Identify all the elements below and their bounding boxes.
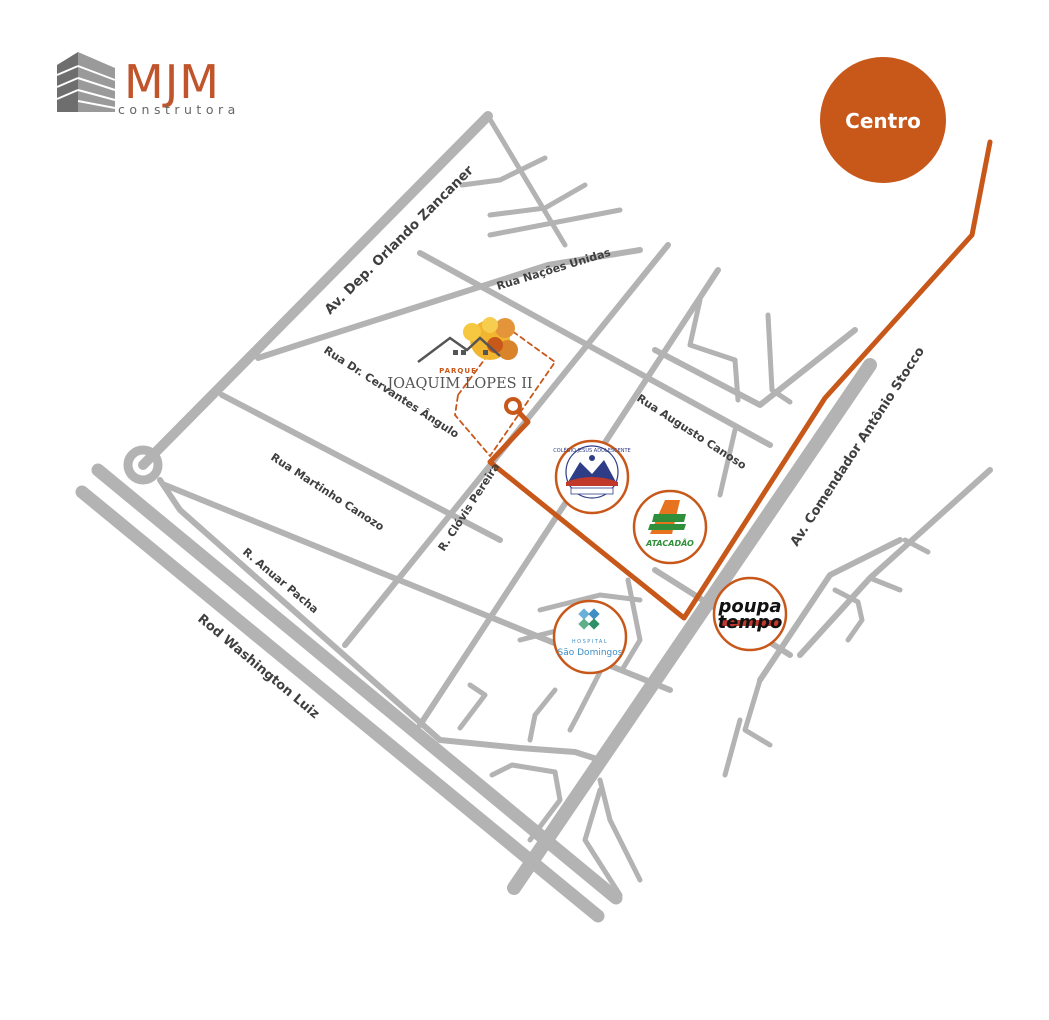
- lot-outline: [454, 327, 556, 457]
- road-se5: [867, 575, 903, 593]
- road-ramp1: [489, 762, 563, 843]
- poi-atacadao: ATACADÃO: [632, 489, 708, 565]
- poi-poupatempo: poupa tempo: [712, 576, 788, 652]
- centro-badge: Centro: [820, 57, 946, 183]
- hospital-line1: HOSPITAL: [572, 639, 608, 645]
- road-ne2: [765, 312, 793, 405]
- atacadao-name: ATACADÃO: [645, 538, 694, 548]
- destination-marker: [504, 397, 522, 415]
- poupatempo-line2: tempo: [718, 612, 783, 633]
- road-ramp3: [582, 787, 623, 898]
- road-ramp2: [597, 777, 643, 883]
- road-east-2: [757, 537, 903, 683]
- road-sw2: [619, 577, 643, 673]
- development-logo: PARQUE JOAQUIM LOPES II: [385, 317, 533, 392]
- development-name: JOAQUIM LOPES II: [385, 376, 532, 392]
- road-n3: [487, 182, 588, 218]
- road-south-curve: [157, 477, 603, 763]
- route: [454, 139, 993, 621]
- route-line: [487, 139, 993, 621]
- road-s3: [567, 669, 603, 733]
- houses-icon: [417, 336, 501, 363]
- mjm-logo: MJM construtora: [56, 52, 240, 117]
- building-icon: [56, 52, 116, 112]
- label-clovis: R. Clóvis Pereira: [436, 461, 503, 554]
- road-network: [75, 111, 993, 923]
- sunflower-icon: [463, 317, 518, 360]
- road-s1: [457, 682, 488, 731]
- poupatempo-line1: poupa: [717, 596, 781, 617]
- road-cervantes: [219, 392, 503, 543]
- road-upper-diagonal: [417, 250, 773, 448]
- road-north-east: [652, 327, 858, 408]
- avenue-stocco: [507, 358, 877, 895]
- road-se2: [722, 717, 743, 778]
- road-nacoes-unidas: [255, 247, 643, 361]
- brand-tagline: construtora: [118, 102, 240, 117]
- poi-hospital: HOSPITAL São Domingos: [552, 599, 628, 675]
- road-n2: [459, 155, 548, 188]
- road-se1: [742, 677, 773, 748]
- poi-colegio: COLÉGIO JESUS ADOLESCENTE: [553, 439, 631, 515]
- development-prefix: PARQUE: [439, 367, 477, 375]
- road-ne1: [687, 297, 741, 403]
- centro-label: Centro: [845, 109, 921, 133]
- brand-name: MJM: [124, 55, 220, 109]
- road-n4: [487, 207, 623, 238]
- road-sw1: [537, 592, 643, 613]
- road-s2: [527, 687, 558, 743]
- atacadao-logo-icon: [648, 500, 686, 534]
- roundabout: [123, 445, 163, 485]
- hospital-line2: São Domingos: [558, 648, 623, 658]
- road-se3: [832, 587, 865, 643]
- label-nacoes: Rua Nações Unidas: [495, 246, 613, 293]
- avenue-orlando: [138, 111, 493, 470]
- road-ne3: [717, 427, 738, 498]
- colegio-name: COLÉGIO JESUS ADOLESCENTE: [553, 446, 630, 454]
- highway-lane-2: [91, 463, 623, 905]
- label-cervantes: Rua Dr. Cervantes Ângulo: [321, 344, 461, 441]
- highway-lane-1: [75, 485, 605, 923]
- hospital-logo-icon: [578, 608, 600, 630]
- label-martinho: Rua Martinho Canozo: [268, 451, 386, 534]
- road-se4: [902, 537, 931, 555]
